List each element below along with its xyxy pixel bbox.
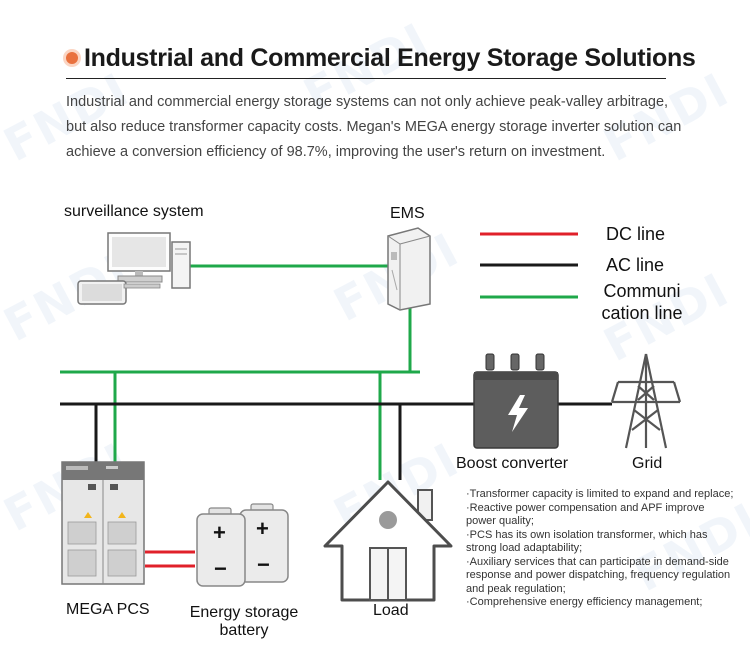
comm-line-legend-label-line: cation line — [601, 303, 683, 323]
ems-label: EMS — [390, 205, 425, 222]
communication-lines — [60, 264, 420, 480]
note-item: ·Auxiliary services that can participate… — [466, 555, 731, 595]
title-bullet-icon — [66, 52, 78, 64]
ac-line-legend-label: AC line — [606, 255, 665, 275]
battery-plus-symbol: + — [256, 516, 269, 541]
load-label: Load — [373, 602, 409, 619]
page-title: Industrial and Commercial Energy Storage… — [84, 44, 696, 72]
battery-minus-symbol: − — [257, 552, 270, 577]
note-item: ·PCS has its own isolation transformer, … — [466, 528, 708, 555]
mega-pcs-cabinet-icon — [61, 461, 145, 585]
intro-line: achieve a conversion efficiency of 98.7%… — [66, 144, 606, 160]
comm-line-legend-label-line: Communi — [603, 281, 681, 301]
title-bar: Industrial and Commercial Energy Storage… — [66, 44, 696, 79]
dc-lines — [145, 550, 195, 568]
note-item: ·Reactive power compensation and APF imp… — [466, 501, 705, 528]
note-item: ·Transformer capacity is limited to expa… — [466, 488, 734, 500]
battery-label-line: Energy storage — [189, 604, 299, 621]
surveillance-system-label: surveillance system — [64, 203, 204, 220]
benefits-notes: ·Transformer capacity is limited to expa… — [466, 488, 736, 610]
battery-minus-symbol: − — [214, 556, 227, 581]
intro-paragraph: Industrial and commercial energy storage… — [66, 90, 706, 165]
grid-label: Grid — [632, 455, 663, 472]
grid-tower-icon — [610, 353, 682, 449]
load-house-icon — [323, 480, 453, 602]
intro-line: but also reduce transformer capacity cos… — [66, 119, 682, 135]
mega-pcs-label: MEGA PCS — [66, 601, 150, 618]
comm-line-legend-label: Communi cation line — [592, 280, 692, 324]
boost-converter-label: Boost converter — [456, 455, 569, 472]
ems-cabinet-icon — [387, 227, 431, 311]
note-item: ·Comprehensive energy efficiency managem… — [466, 596, 703, 608]
energy-storage-battery-icon — [196, 503, 289, 587]
dc-line-legend-label: DC line — [606, 224, 666, 244]
boost-converter-icon — [473, 353, 559, 449]
battery-plus-symbol: + — [213, 520, 226, 545]
battery-label-line: battery — [219, 622, 269, 639]
surveillance-system-icon — [77, 232, 191, 305]
energy-storage-battery-label: Energy storage battery — [186, 604, 302, 640]
intro-line: Industrial and commercial energy storage… — [66, 94, 669, 110]
